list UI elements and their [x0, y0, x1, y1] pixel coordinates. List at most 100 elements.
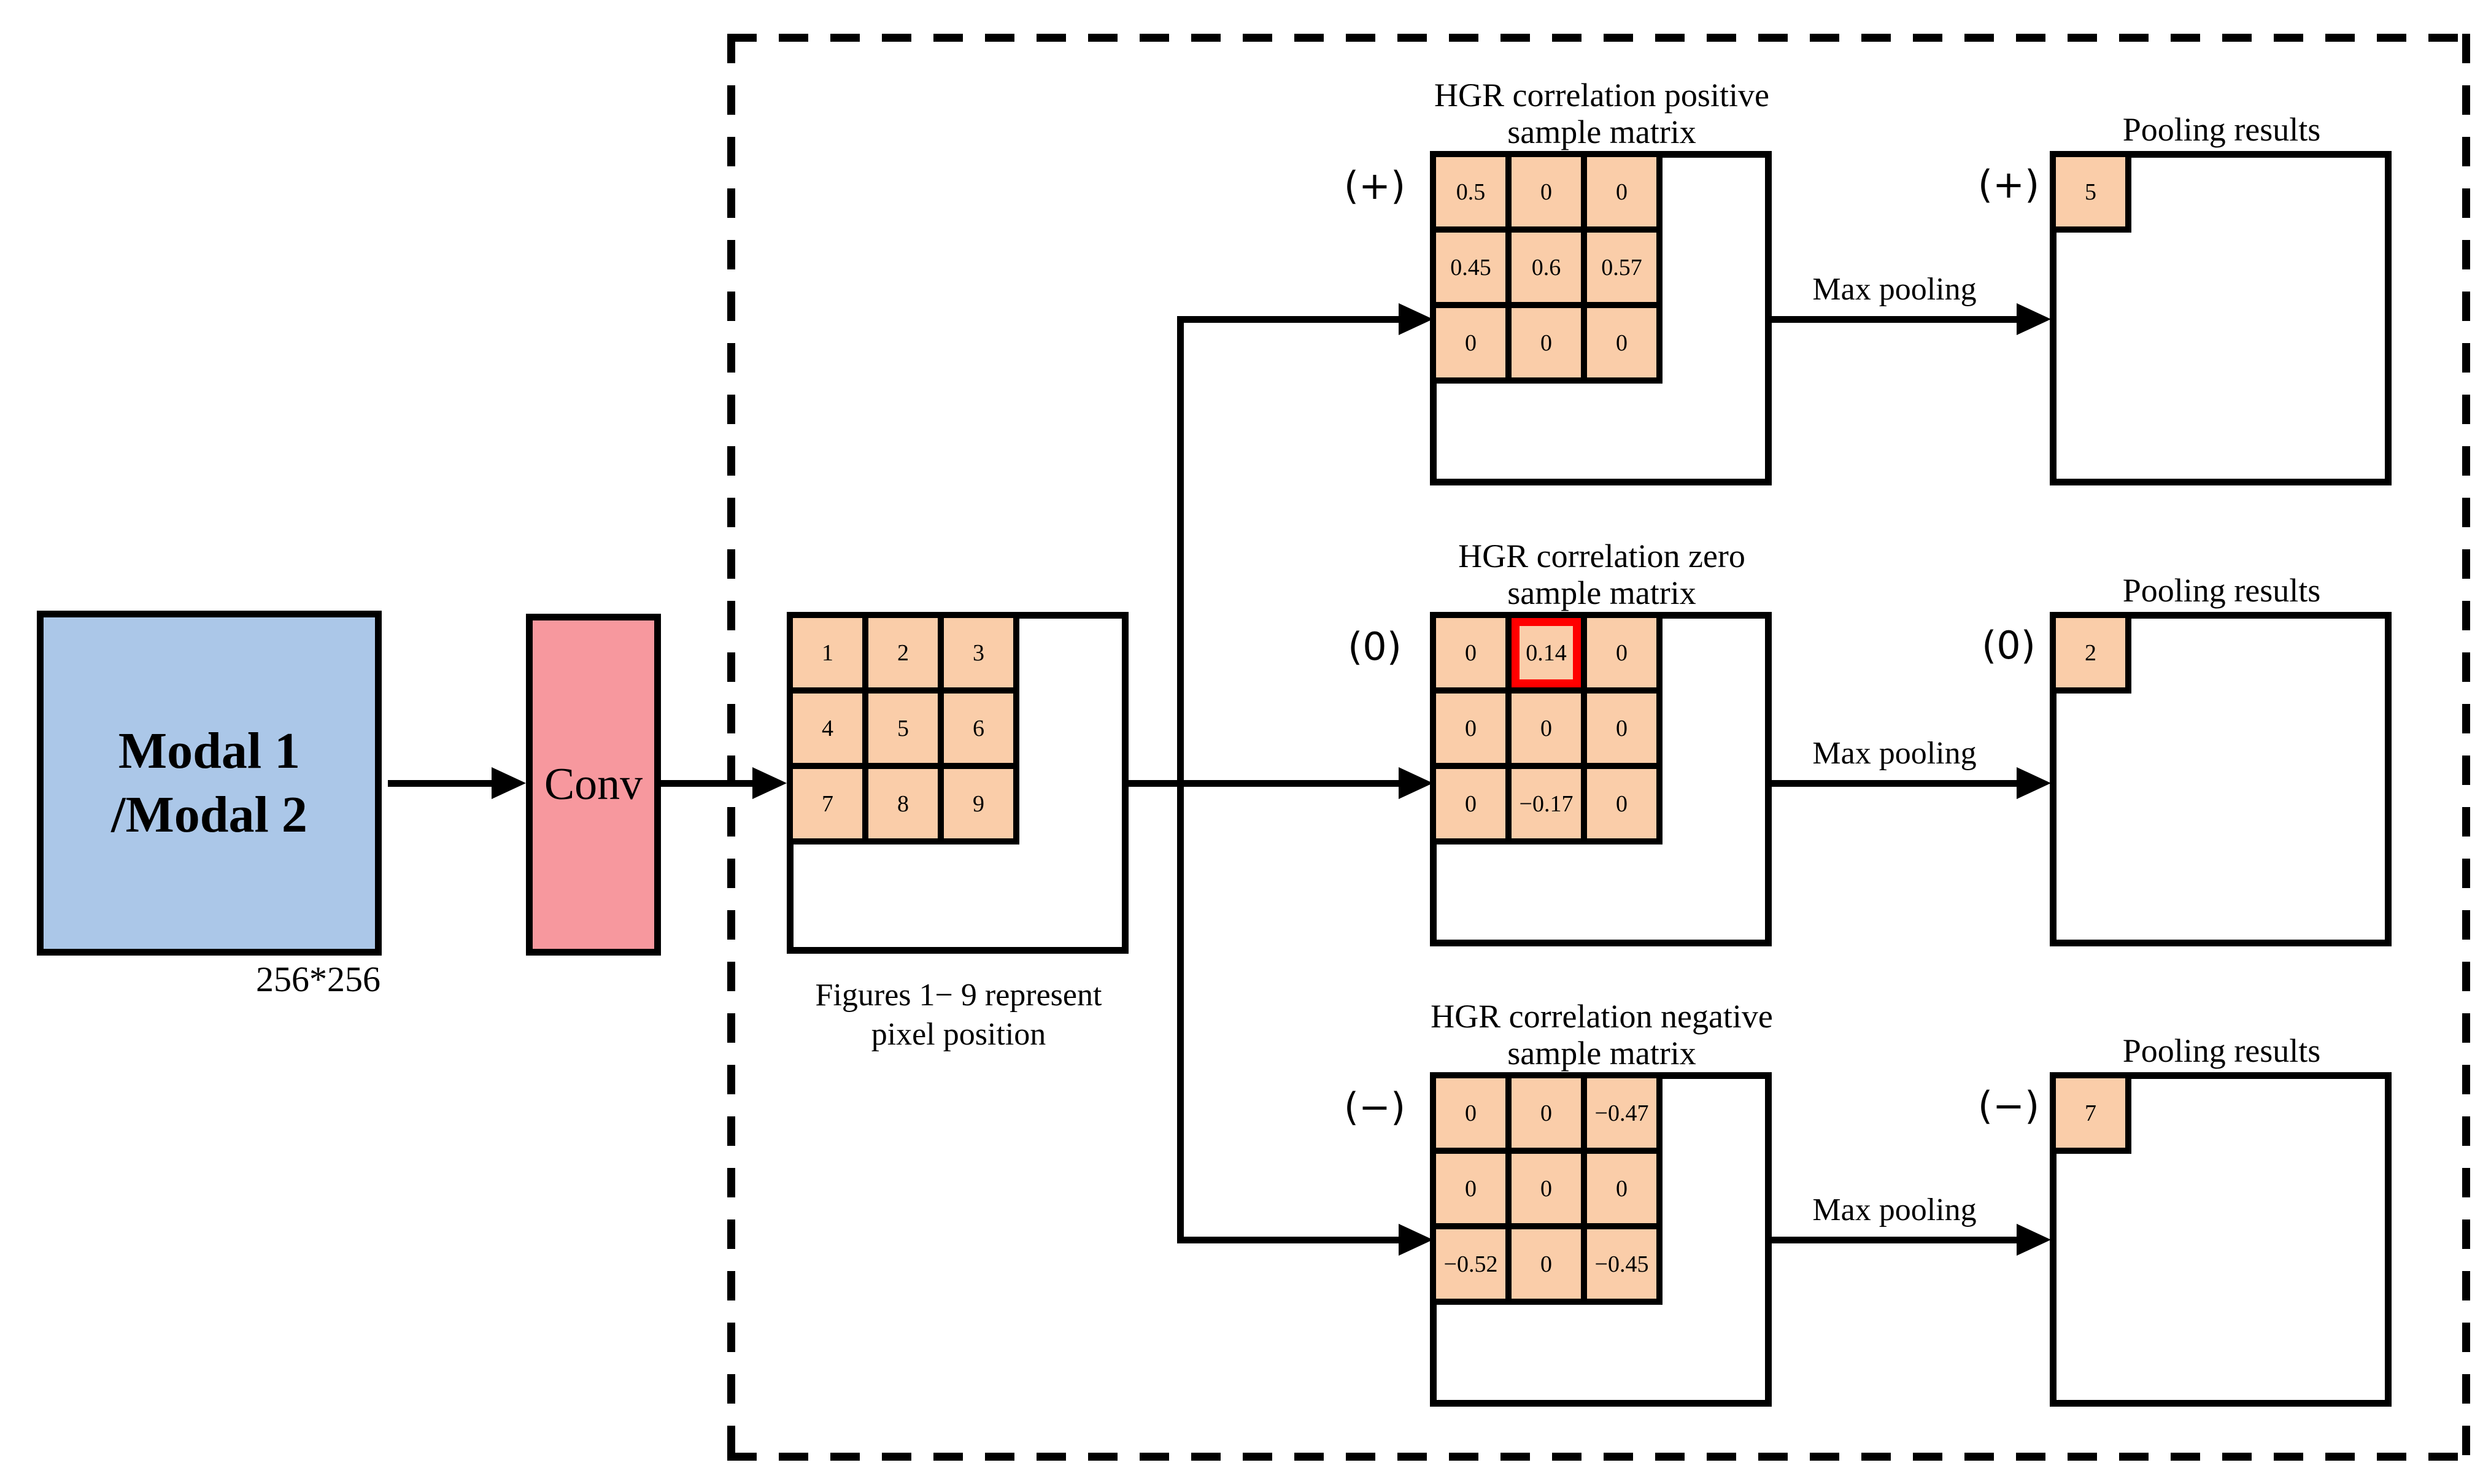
input-size-label: 256*256	[256, 959, 380, 999]
matrix-cell: 0.5	[1436, 157, 1505, 226]
arrow-line-input-conv	[388, 780, 495, 787]
pooling-title-zero: Pooling results	[2122, 572, 2321, 609]
matrix-cell: 0	[1512, 694, 1581, 763]
matrix-title-line1: HGR correlation positive	[1434, 77, 1769, 114]
branch-line-negative	[1177, 1237, 1402, 1243]
pooling-box-negative: 7	[2050, 1072, 2392, 1407]
pooling-box-positive: 5	[2050, 151, 2392, 485]
input-modal-block: Modal 1 /Modal 2	[37, 611, 382, 956]
arrowhead-icon	[492, 767, 526, 799]
max-pooling-line-zero	[1772, 780, 2017, 787]
dashed-border-bottom	[727, 1453, 2470, 1461]
sign-label-positive: (+)	[1343, 163, 1406, 208]
matrix-title-positive: HGR correlation positive sample matrix	[1307, 77, 1896, 150]
matrix-cell: 0	[1436, 618, 1505, 687]
pooling-grid-negative: 7	[2050, 1072, 2131, 1154]
pooling-cell: 2	[2056, 618, 2125, 687]
pixel-position-caption-line2: pixel position	[871, 1017, 1046, 1052]
matrix-cell: 0.57	[1587, 233, 1656, 302]
matrix-title-line2: sample matrix	[1507, 114, 1696, 150]
pooling-sign-negative: (−)	[1977, 1083, 2040, 1128]
matrix-cell: 0	[1436, 1078, 1505, 1148]
pooling-cell: 7	[2056, 1078, 2125, 1148]
arrowhead-icon	[2017, 767, 2051, 799]
matrix-cell: 0	[1512, 1154, 1581, 1223]
matrix-cell: −0.52	[1436, 1229, 1505, 1299]
pixel-cell: 1	[793, 618, 862, 687]
pooling-title-positive: Pooling results	[2122, 111, 2321, 148]
matrix-cell-highlighted: 0.14	[1512, 618, 1581, 687]
matrix-cell: 0	[1436, 308, 1505, 377]
arrowhead-icon	[1399, 303, 1433, 335]
matrix-title-line2: sample matrix	[1507, 574, 1696, 611]
max-pooling-label-zero: Max pooling	[1812, 736, 1977, 771]
matrix-cell: 0	[1587, 694, 1656, 763]
arrowhead-icon	[2017, 1224, 2051, 1256]
pixel-cell: 7	[793, 769, 862, 838]
matrix-cell: 0	[1587, 618, 1656, 687]
matrix-cell: 0	[1512, 1078, 1581, 1148]
branch-line-zero	[1187, 780, 1402, 787]
pixel-position-caption: Figures 1− 9 represent pixel position	[756, 976, 1161, 1054]
matrix-grid-zero: 0 0.14 0 0 0 0 0 −0.17 0	[1430, 612, 1663, 844]
matrix-title-line1: HGR correlation zero	[1458, 538, 1745, 574]
pixel-cell: 6	[944, 694, 1013, 763]
arrowhead-icon	[1399, 767, 1433, 799]
arrowhead-icon	[2017, 303, 2051, 335]
conv-label: Conv	[544, 759, 643, 810]
pixel-position-grid: 1 2 3 4 5 6 7 8 9	[787, 612, 1019, 844]
matrix-cell: −0.17	[1512, 769, 1581, 838]
matrix-grid-positive: 0.5 0 0 0.45 0.6 0.57 0 0 0	[1430, 151, 1663, 384]
conv-block: Conv	[526, 614, 661, 956]
arrowhead-icon	[1399, 1224, 1433, 1256]
matrix-cell: −0.47	[1587, 1078, 1656, 1148]
pixel-cell: 5	[868, 694, 938, 763]
matrix-cell: 0	[1436, 769, 1505, 838]
pixel-position-caption-line1: Figures 1− 9 represent	[815, 978, 1102, 1013]
matrix-cell: 0	[1587, 308, 1656, 377]
input-modal-label-line2: /Modal 2	[111, 786, 307, 843]
dashed-border-right	[2462, 34, 2470, 1461]
matrix-cell: −0.45	[1587, 1229, 1656, 1299]
matrix-box-positive: 0.5 0 0 0.45 0.6 0.57 0 0 0	[1430, 151, 1772, 485]
dashed-border-left	[727, 34, 735, 1461]
pixel-position-block: 1 2 3 4 5 6 7 8 9	[787, 612, 1129, 954]
matrix-cell: 0	[1512, 1229, 1581, 1299]
matrix-cell: 0	[1587, 769, 1656, 838]
pooling-box-zero: 2	[2050, 612, 2392, 946]
matrix-title-negative: HGR correlation negative sample matrix	[1307, 998, 1896, 1072]
pooling-sign-positive: (+)	[1977, 162, 2040, 207]
input-modal-label-line1: Modal 1	[118, 722, 301, 779]
pooling-sign-zero: (0)	[1982, 623, 2036, 668]
matrix-cell: 0	[1512, 308, 1581, 377]
pixel-cell: 4	[793, 694, 862, 763]
pixel-cell: 9	[944, 769, 1013, 838]
sign-label-zero: (0)	[1348, 624, 1402, 669]
matrix-grid-negative: 0 0 −0.47 0 0 0 −0.52 0 −0.45	[1430, 1072, 1663, 1305]
max-pooling-label-positive: Max pooling	[1812, 272, 1977, 307]
sign-label-negative: (−)	[1343, 1084, 1406, 1129]
matrix-cell: 0.6	[1512, 233, 1581, 302]
arrowhead-icon	[752, 767, 787, 799]
max-pooling-line-negative	[1772, 1237, 2017, 1243]
branch-trunk-line	[1177, 316, 1184, 1243]
matrix-cell: 0	[1436, 1154, 1505, 1223]
matrix-cell: 0	[1587, 157, 1656, 226]
pixel-cell: 2	[868, 618, 938, 687]
dashed-border-top	[727, 34, 2470, 42]
pooling-grid-positive: 5	[2050, 151, 2131, 233]
matrix-cell: 0.45	[1436, 233, 1505, 302]
matrix-cell: 0	[1587, 1154, 1656, 1223]
matrix-box-zero: 0 0.14 0 0 0 0 0 −0.17 0	[1430, 612, 1772, 946]
pixel-cell: 8	[868, 769, 938, 838]
branch-line-positive	[1177, 316, 1402, 323]
matrix-cell: 0	[1512, 157, 1581, 226]
pooling-cell: 5	[2056, 157, 2125, 226]
matrix-title-line2: sample matrix	[1507, 1035, 1696, 1072]
max-pooling-line-positive	[1772, 316, 2017, 323]
matrix-box-negative: 0 0 −0.47 0 0 0 −0.52 0 −0.45	[1430, 1072, 1772, 1407]
pooling-grid-zero: 2	[2050, 612, 2131, 694]
branch-stub-line	[1129, 780, 1187, 787]
pooling-title-negative: Pooling results	[2122, 1032, 2321, 1069]
